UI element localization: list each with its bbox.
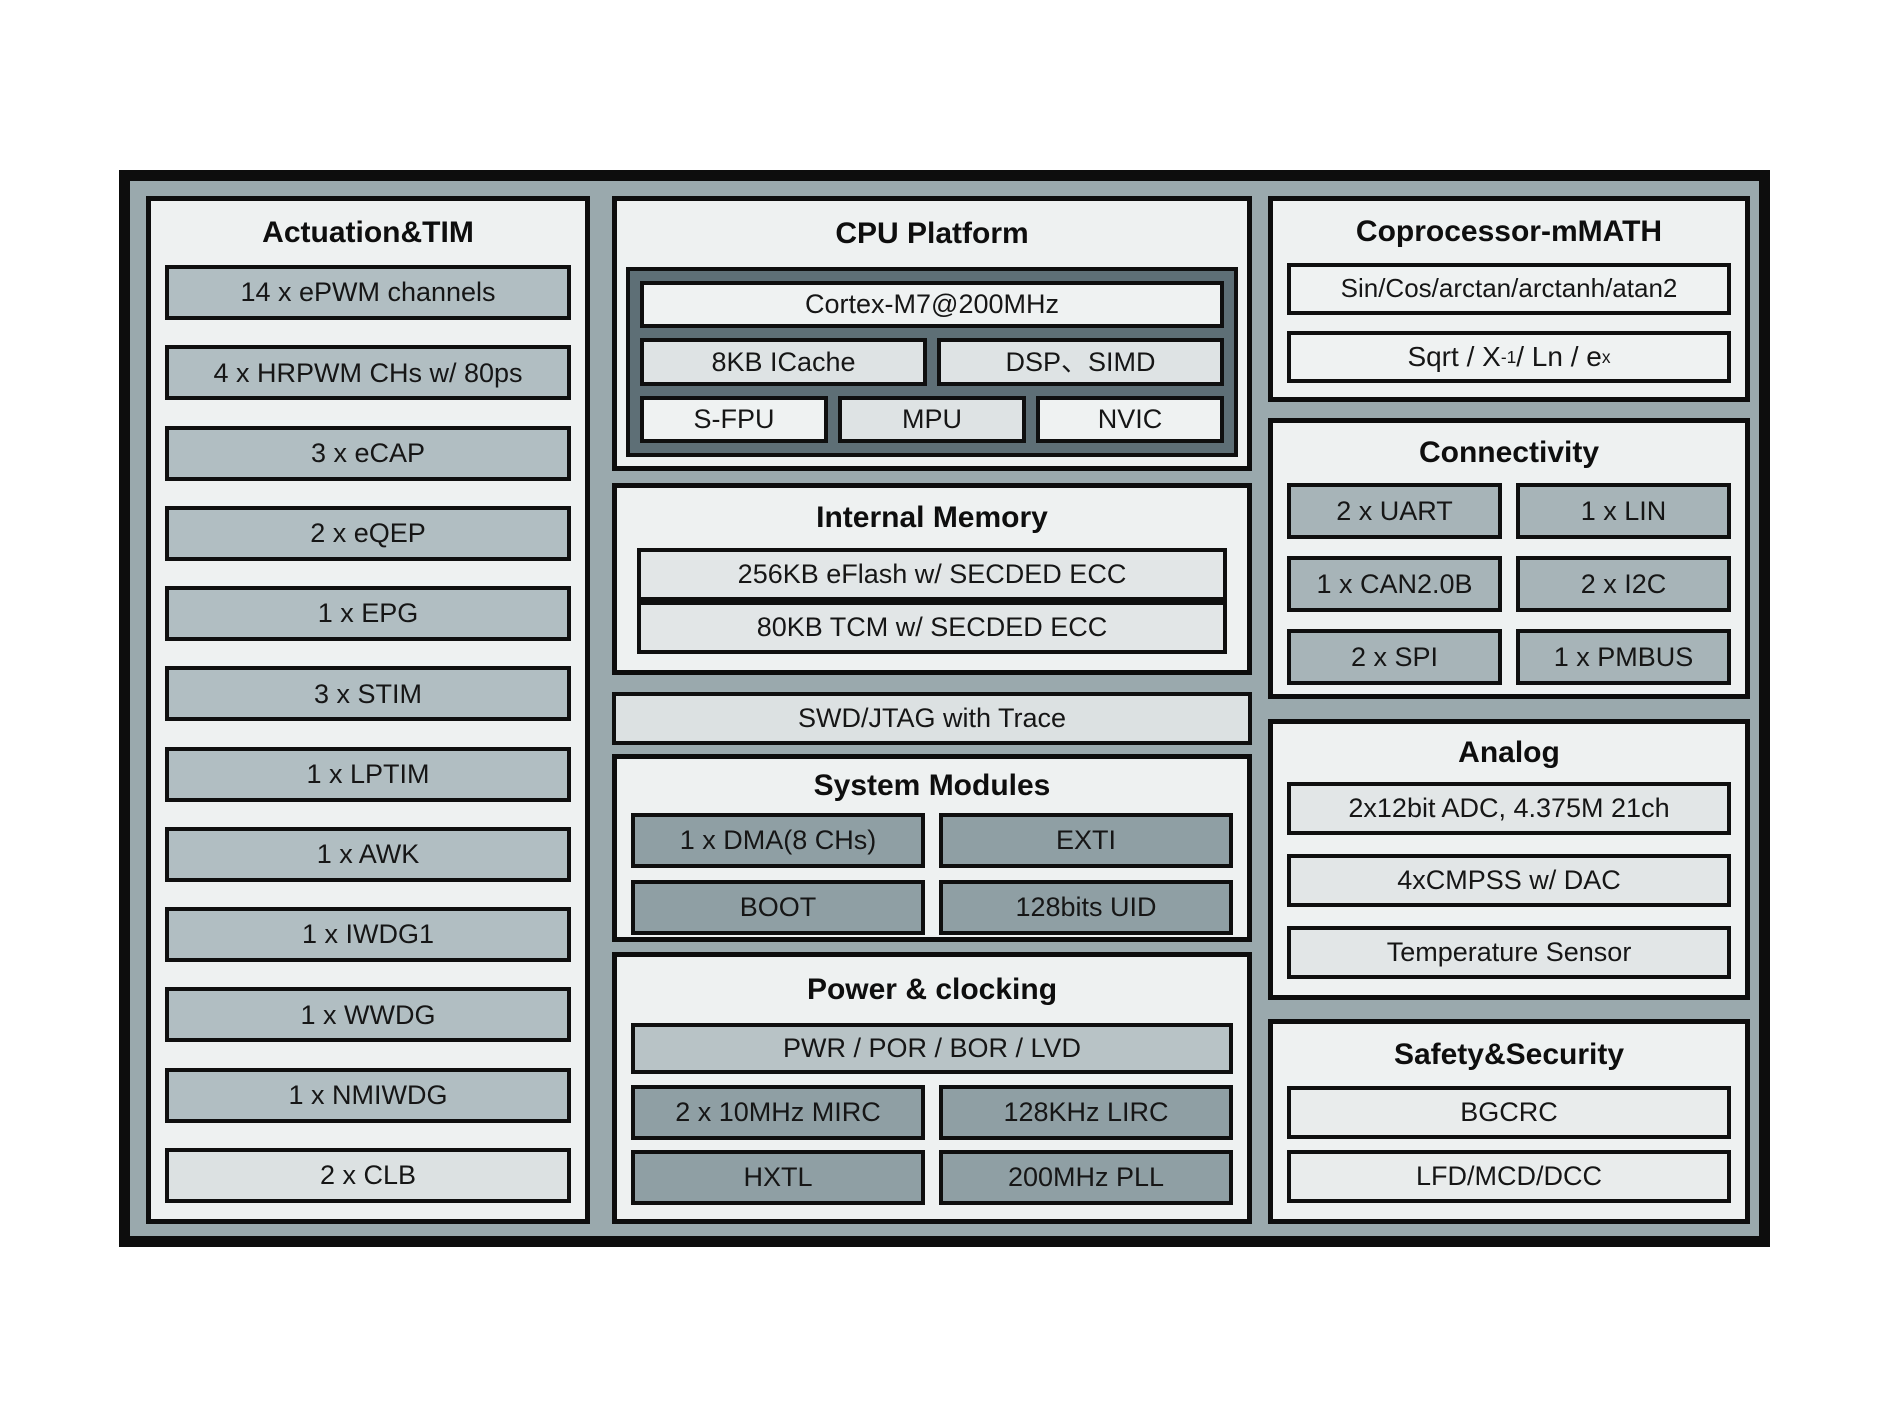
block-nmiwdg: 1 x NMIWDG <box>165 1067 571 1123</box>
panel-connectivity: Connectivity 2 x UART 1 x LIN 1 x CAN2.0… <box>1268 418 1750 699</box>
block-can: 1 x CAN2.0B <box>1287 556 1502 612</box>
block-cortex-m7: Cortex-M7@200MHz <box>640 281 1224 329</box>
panel-actuation-tim-title: Actuation&TIM <box>262 216 474 249</box>
panel-safety-security: Safety&Security BGCRC LFD/MCD/DCC <box>1268 1019 1750 1224</box>
panel-power-clocking-title: Power & clocking <box>806 973 1058 1006</box>
cpu-row-units: S-FPU MPU NVIC <box>640 395 1224 443</box>
block-mpu: MPU <box>838 395 1026 443</box>
analog-items: 2x12bit ADC, 4.375M 21ch 4xCMPSS w/ DAC … <box>1287 782 1731 979</box>
column-middle: CPU Platform Cortex-M7@200MHz 8KB ICache… <box>612 196 1252 1224</box>
actuation-items: 14 x ePWM channels 4 x HRPWM CHs w/ 80ps… <box>165 265 571 1203</box>
clocking-items: 2 x 10MHz MIRC 128KHz LIRC HXTL 200MHz P… <box>631 1085 1233 1205</box>
block-uid: 128bits UID <box>939 880 1233 935</box>
block-lfd-mcd-dcc: LFD/MCD/DCC <box>1287 1150 1731 1203</box>
block-hxtl: HXTL <box>631 1150 925 1205</box>
column-left: Actuation&TIM 14 x ePWM channels 4 x HRP… <box>146 196 590 1224</box>
panel-connectivity-title: Connectivity <box>1418 436 1600 469</box>
block-hrpwm: 4 x HRPWM CHs w/ 80ps <box>165 345 571 401</box>
block-awk: 1 x AWK <box>165 826 571 882</box>
block-boot: BOOT <box>631 880 925 935</box>
block-pwr-por-bor-lvd: PWR / POR / BOR / LVD <box>631 1023 1233 1074</box>
math-base1: Sqrt / X <box>1407 341 1501 373</box>
block-mirc: 2 x 10MHz MIRC <box>631 1085 925 1140</box>
panel-safety-security-title: Safety&Security <box>1393 1038 1625 1071</box>
block-i2c: 2 x I2C <box>1516 556 1731 612</box>
block-stim: 3 x STIM <box>165 666 571 722</box>
block-epg: 1 x EPG <box>165 586 571 642</box>
block-pmbus: 1 x PMBUS <box>1516 629 1731 685</box>
cpu-row-cache: 8KB ICache DSP、SIMD <box>640 338 1224 386</box>
panel-analog-title: Analog <box>1458 736 1560 769</box>
coprocessor-items: Sin/Cos/arctan/arctanh/atan2 Sqrt / X-1 … <box>1287 263 1731 383</box>
system-items: 1 x DMA(8 CHs) EXTI BOOT 128bits UID <box>631 813 1233 935</box>
panel-internal-memory-title: Internal Memory <box>816 501 1048 534</box>
panel-system-modules-title: System Modules <box>813 769 1051 802</box>
connectivity-items: 2 x UART 1 x LIN 1 x CAN2.0B 2 x I2C 2 x… <box>1287 483 1731 685</box>
block-icache: 8KB ICache <box>640 338 927 386</box>
block-pll: 200MHz PLL <box>939 1150 1233 1205</box>
block-spi: 2 x SPI <box>1287 629 1502 685</box>
panel-coprocessor-mmath: Coprocessor-mMATH Sin/Cos/arctan/arctanh… <box>1268 196 1750 402</box>
block-bgcrc: BGCRC <box>1287 1086 1731 1139</box>
block-nvic: NVIC <box>1036 395 1224 443</box>
block-dma: 1 x DMA(8 CHs) <box>631 813 925 868</box>
math-base2: / Ln / e <box>1516 341 1602 373</box>
block-clb: 2 x CLB <box>165 1147 571 1203</box>
memory-items: 256KB eFlash w/ SECDED ECC 80KB TCM w/ S… <box>637 548 1227 654</box>
panel-cpu-platform: CPU Platform Cortex-M7@200MHz 8KB ICache… <box>612 196 1252 471</box>
panel-internal-memory: Internal Memory 256KB eFlash w/ SECDED E… <box>612 483 1252 675</box>
block-wwdg: 1 x WWDG <box>165 987 571 1043</box>
panel-analog: Analog 2x12bit ADC, 4.375M 21ch 4xCMPSS … <box>1268 719 1750 1000</box>
panel-power-clocking: Power & clocking PWR / POR / BOR / LVD 2… <box>612 952 1252 1224</box>
block-exti: EXTI <box>939 813 1233 868</box>
panel-system-modules: System Modules 1 x DMA(8 CHs) EXTI BOOT … <box>612 754 1252 942</box>
mcu-block-diagram: Actuation&TIM 14 x ePWM channels 4 x HRP… <box>119 170 1770 1247</box>
safety-items: BGCRC LFD/MCD/DCC <box>1287 1086 1731 1203</box>
block-eflash: 256KB eFlash w/ SECDED ECC <box>637 548 1227 601</box>
block-iwdg1: 1 x IWDG1 <box>165 907 571 963</box>
block-temp-sensor: Temperature Sensor <box>1287 926 1731 979</box>
block-tcm: 80KB TCM w/ SECDED ECC <box>637 601 1227 654</box>
block-lin: 1 x LIN <box>1516 483 1731 539</box>
column-right: Coprocessor-mMATH Sin/Cos/arctan/arctanh… <box>1268 196 1750 1224</box>
panel-coprocessor-mmath-title: Coprocessor-mMATH <box>1355 215 1663 248</box>
block-lirc: 128KHz LIRC <box>939 1085 1233 1140</box>
panel-actuation-tim: Actuation&TIM 14 x ePWM channels 4 x HRP… <box>146 196 590 1224</box>
block-eqep: 2 x eQEP <box>165 505 571 561</box>
block-cmpss: 4xCMPSS w/ DAC <box>1287 854 1731 907</box>
block-trig-functions: Sin/Cos/arctan/arctanh/atan2 <box>1287 263 1731 315</box>
block-dsp-simd: DSP、SIMD <box>937 338 1224 386</box>
block-s-fpu: S-FPU <box>640 395 828 443</box>
block-lptim: 1 x LPTIM <box>165 746 571 802</box>
block-epwm-channels: 14 x ePWM channels <box>165 265 571 320</box>
block-ecap: 3 x eCAP <box>165 425 571 481</box>
bar-swd-jtag-trace: SWD/JTAG with Trace <box>612 692 1252 745</box>
block-adc: 2x12bit ADC, 4.375M 21ch <box>1287 782 1731 835</box>
cpu-core-cluster: Cortex-M7@200MHz 8KB ICache DSP、SIMD S-F… <box>626 267 1238 457</box>
cpu-row-core: Cortex-M7@200MHz <box>640 281 1224 329</box>
panel-cpu-platform-title: CPU Platform <box>835 217 1029 250</box>
block-uart: 2 x UART <box>1287 483 1502 539</box>
